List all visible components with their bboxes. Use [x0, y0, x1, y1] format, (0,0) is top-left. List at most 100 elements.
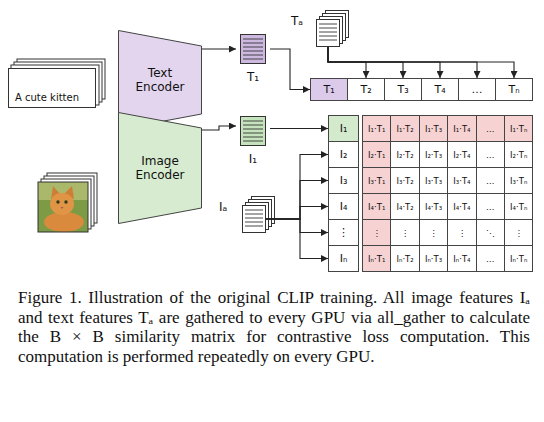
feature-stack-shape [242, 196, 278, 240]
similarity-cell: I₃·T₁ [362, 167, 391, 194]
feature-stripe [243, 141, 263, 142]
feature-stripe [243, 137, 263, 138]
feature-stripe [319, 28, 337, 29]
feature-stripe [319, 40, 337, 41]
feature-stripe [243, 125, 263, 126]
similarity-cell: I₁·Tₙ [504, 115, 533, 142]
feature-box [241, 117, 266, 146]
similarity-cell: Iₙ·T₄ [447, 245, 476, 272]
feature-stripe [319, 24, 337, 25]
text-feature-cell: T₁ [310, 78, 348, 101]
similarity-cell: I₂·T₁ [362, 141, 391, 168]
similarity-cell: … [476, 245, 505, 272]
node-label: T₄ [434, 83, 445, 96]
connector-arrow [266, 155, 328, 220]
connector-arrow [328, 47, 366, 78]
node-label: A cute kitten [15, 92, 79, 103]
node-label: T₂ [360, 83, 371, 96]
text-feature-cell: T₂ [347, 78, 385, 101]
node-label: T₁ [236, 70, 270, 84]
input-text-card: A cute kitten [8, 68, 96, 108]
connector-arrow [328, 47, 440, 78]
similarity-cell: ⋮ [419, 219, 448, 246]
similarity-cell: I₂·T₄ [447, 141, 476, 168]
similarity-cell: I₁·T₄ [447, 115, 476, 142]
similarity-cell: Iₙ·T₂ [390, 245, 419, 272]
image-feature-cell: I₂ [328, 141, 359, 168]
text-feature-stack: Tₐ [282, 6, 352, 52]
feature-box [241, 35, 266, 64]
connector-arrow [202, 126, 236, 130]
node-label: I₄ [340, 200, 348, 213]
image-encoder: Image Encoder [118, 112, 202, 224]
feature-stripe [243, 43, 263, 44]
feature-stripe [245, 218, 263, 219]
feature-stripe [243, 121, 263, 122]
similarity-cell: I₁·T₂ [390, 115, 419, 142]
node-label: T₃ [397, 83, 408, 96]
feature-vector [240, 116, 266, 146]
text-feature-cell: … [458, 78, 496, 101]
similarity-cell: Iₙ·T₁ [362, 245, 391, 272]
connector-arrow [266, 207, 328, 220]
connector-arrow [270, 49, 310, 90]
similarity-cell: … [476, 167, 505, 194]
cat-eye [56, 200, 59, 203]
node-label: Tₙ [508, 83, 519, 96]
connector-arrow [328, 47, 477, 78]
similarity-cell: … [476, 193, 505, 220]
feature-box [243, 206, 266, 233]
feature-stripe [243, 51, 263, 52]
similarity-cell: ⋮ [362, 219, 391, 246]
feature-stripe [245, 214, 263, 215]
feature-box [317, 20, 340, 47]
similarity-cell: ⋱ [476, 219, 505, 246]
feature-stack-shape [316, 10, 352, 54]
image-feature-cell: ⋮ [328, 219, 359, 246]
stacked-feature [317, 20, 340, 47]
similarity-cell: I₃·T₂ [390, 167, 419, 194]
similarity-cell: … [476, 141, 505, 168]
similarity-cell: I₃·T₄ [447, 167, 476, 194]
feature-stripe [243, 55, 263, 56]
similarity-cell: … [476, 115, 505, 142]
cat-eye [64, 200, 67, 203]
similarity-cell: I₄·T₄ [447, 193, 476, 220]
figure-caption: Figure 1. Illustration of the original C… [18, 288, 530, 366]
similarity-cell: I₄·T₃ [419, 193, 448, 220]
text-feature-cell: Tₙ [495, 78, 533, 101]
similarity-cell: ⋮ [447, 219, 476, 246]
feature-stripe [319, 36, 337, 37]
feature-stripe [245, 222, 263, 223]
node-label: … [472, 83, 483, 96]
cat-body [44, 212, 84, 232]
node-label: I₂ [340, 148, 348, 161]
similarity-cell: I₁·T₃ [419, 115, 448, 142]
similarity-cell: Iₙ·Tₙ [504, 245, 533, 272]
connector-arrow [266, 219, 328, 259]
similarity-cell: I₃·Tₙ [504, 167, 533, 194]
image-feature: I₁ [236, 116, 270, 166]
connector-arrow [328, 47, 403, 78]
similarity-cell: I₄·T₁ [362, 193, 391, 220]
node-label: ⋮ [338, 226, 349, 239]
image-feature-cell: I₁ [328, 115, 359, 142]
similarity-cell: Iₙ·T₃ [419, 245, 448, 272]
similarity-cell: I₃·T₃ [419, 167, 448, 194]
similarity-cell: I₂·T₂ [390, 141, 419, 168]
feature-stripe [319, 32, 337, 33]
connector-arrow [202, 48, 236, 49]
similarity-cell: I₁·T₁ [362, 115, 391, 142]
node-label: I₃ [340, 174, 348, 187]
text-feature: T₁ [236, 34, 270, 84]
feature-stripe [243, 129, 263, 130]
feature-vector [240, 34, 266, 64]
encoder-trapezoid [119, 113, 202, 224]
connector-arrow [328, 47, 514, 78]
similarity-cell: ⋮ [504, 219, 533, 246]
node-label: Text Encoder [130, 66, 190, 94]
similarity-cell: I₄·T₂ [390, 193, 419, 220]
node-label: I₁ [340, 122, 348, 135]
feature-stripe [245, 210, 263, 211]
